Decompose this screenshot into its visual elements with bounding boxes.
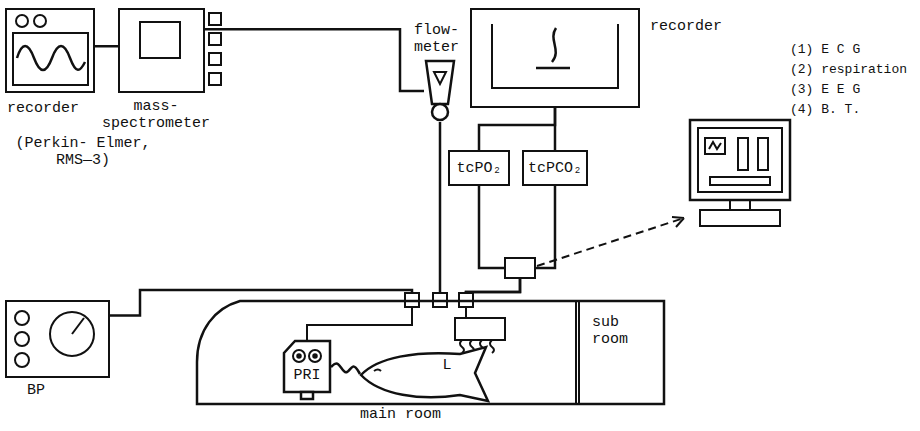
connector-line bbox=[479, 108, 555, 150]
screen-bar bbox=[710, 177, 770, 185]
node-label: main room bbox=[360, 406, 460, 423]
electrode-box bbox=[455, 318, 505, 340]
node-label: BP bbox=[27, 382, 67, 399]
recorder-unit: recorder bbox=[470, 8, 640, 108]
pri-cabinet bbox=[284, 341, 330, 392]
monitor-stand bbox=[730, 200, 750, 210]
bp-dial bbox=[50, 312, 94, 356]
recorder-unit: recorder bbox=[5, 8, 95, 93]
main-room: sub roomPRILmain room bbox=[195, 300, 665, 405]
node-label: flow- meter bbox=[414, 22, 469, 56]
connector-line bbox=[331, 363, 360, 374]
connector-line bbox=[110, 290, 412, 316]
animal-eye bbox=[374, 370, 381, 372]
pri-knob bbox=[293, 350, 305, 362]
recorder-trace bbox=[536, 67, 570, 70]
monitor-screen bbox=[698, 128, 782, 192]
screen-window bbox=[705, 138, 725, 154]
channel-label: (4) B. T. bbox=[790, 102, 860, 118]
spectrometer-button bbox=[209, 33, 221, 45]
recorder-knob bbox=[34, 15, 46, 27]
node-label: L bbox=[436, 357, 458, 374]
node-label: (Perkin- Elmer, RMS—3) bbox=[7, 135, 159, 169]
spectrometer-button bbox=[209, 53, 221, 65]
spectrometer-screen bbox=[140, 22, 180, 58]
room-wall bbox=[197, 301, 664, 404]
signal-line bbox=[465, 307, 467, 318]
node-label: mass- spectrometer bbox=[95, 98, 217, 132]
node-label: recorder bbox=[650, 18, 730, 35]
recorder-screen bbox=[13, 33, 88, 85]
electrode-wire bbox=[490, 340, 494, 353]
pri-knob-dot bbox=[314, 355, 317, 358]
screen-bar bbox=[738, 138, 748, 170]
bp-needle bbox=[72, 318, 84, 334]
bp-knob bbox=[15, 311, 29, 325]
connector-line bbox=[95, 45, 118, 48]
computer-monitor bbox=[690, 120, 790, 200]
recorder-trace bbox=[552, 28, 556, 62]
spectrometer-button bbox=[209, 73, 221, 85]
screen-trace bbox=[709, 142, 721, 149]
animal: L bbox=[360, 345, 490, 403]
node-label: tcPCO₂ bbox=[528, 160, 582, 177]
pri-foot bbox=[301, 392, 313, 399]
node-label: sub room bbox=[592, 314, 637, 348]
pri-knob-dot bbox=[298, 355, 301, 358]
animal-body bbox=[361, 347, 488, 401]
mass-spectrometer-unit: mass- spectrometer(Perkin- Elmer, RMS—3) bbox=[118, 8, 205, 93]
channel-label: (3) E E G bbox=[790, 82, 860, 98]
gas-line bbox=[307, 307, 412, 340]
monitor-base bbox=[700, 210, 780, 226]
flowmeter: flow- meter bbox=[424, 60, 456, 122]
recorder-knob bbox=[16, 15, 28, 27]
sensor-box: tcPCO₂ bbox=[522, 150, 588, 186]
bp-knob bbox=[15, 332, 29, 346]
data-link-head bbox=[672, 217, 684, 227]
connector-line bbox=[554, 108, 557, 150]
flow-float bbox=[434, 72, 446, 84]
channel-label: (1) E C G bbox=[790, 42, 860, 58]
data-link bbox=[537, 218, 684, 266]
recorder-trace bbox=[17, 46, 85, 70]
recorder-chart bbox=[492, 24, 618, 88]
bp-monitor: BP bbox=[5, 300, 110, 378]
screen-bar bbox=[758, 138, 768, 170]
flow-valve bbox=[432, 104, 448, 120]
electrode-wire bbox=[460, 340, 464, 353]
connector-line bbox=[439, 122, 442, 300]
flow-outline bbox=[424, 60, 456, 122]
pri-knob bbox=[309, 350, 321, 362]
node-label: PRI bbox=[283, 367, 331, 384]
bp-knob bbox=[15, 353, 29, 367]
pri-device: PRI bbox=[283, 340, 331, 400]
flow-tube bbox=[426, 61, 454, 104]
spectrometer-button bbox=[209, 13, 221, 25]
connector-line bbox=[466, 186, 520, 300]
node-label: recorder bbox=[7, 100, 97, 117]
sub-room: sub room bbox=[575, 300, 665, 405]
junction-box bbox=[505, 258, 535, 278]
connector-line bbox=[466, 186, 555, 300]
animal-outline bbox=[360, 345, 490, 403]
channel-label: (2) respiration bbox=[790, 62, 907, 78]
connector-line bbox=[205, 29, 424, 91]
sensor-box: tcPO₂ bbox=[448, 150, 510, 186]
node-label: tcPO₂ bbox=[456, 160, 501, 177]
